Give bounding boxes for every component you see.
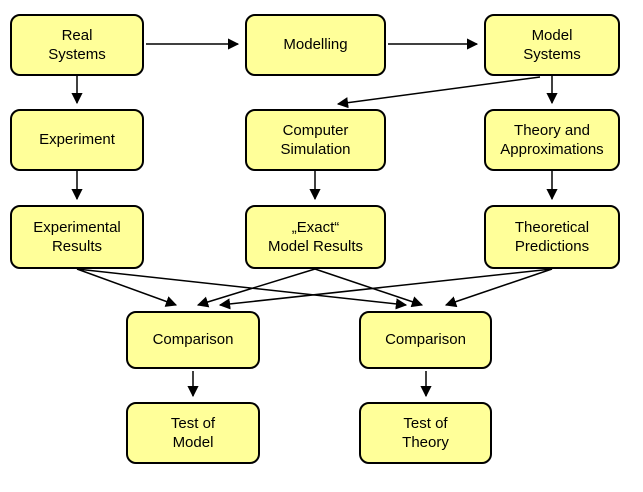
node-theory-and-approximations: Theory and Approximations [484, 109, 620, 171]
node-comparison-left: Comparison [126, 311, 260, 369]
node-comparison-right: Comparison [359, 311, 492, 369]
node-modelling: Modelling [245, 14, 386, 76]
edge-theoretical-predictions-comparison-right [444, 268, 553, 308]
node-experimental-results: Experimental Results [10, 205, 144, 269]
node-computer-simulation: Computer Simulation [245, 109, 386, 171]
node-experiment: Experiment [10, 109, 144, 171]
edge-exact-results-comparison-right [314, 268, 424, 308]
edge-experimental-results-comparison-right [76, 268, 408, 310]
node-test-of-theory: Test of Theory [359, 402, 492, 464]
edge-model-systems-computer-simulation [336, 76, 541, 109]
node-model-systems: Model Systems [484, 14, 620, 76]
node-real-systems: Real Systems [10, 14, 144, 76]
node-exact-model-results: „Exact“ Model Results [245, 205, 386, 269]
edge-experimental-results-comparison-left [76, 268, 178, 307]
edge-theoretical-predictions-comparison-left [218, 268, 553, 310]
edge-exact-results-comparison-left [196, 268, 316, 308]
node-theoretical-predictions: Theoretical Predictions [484, 205, 620, 269]
node-test-of-model: Test of Model [126, 402, 260, 464]
